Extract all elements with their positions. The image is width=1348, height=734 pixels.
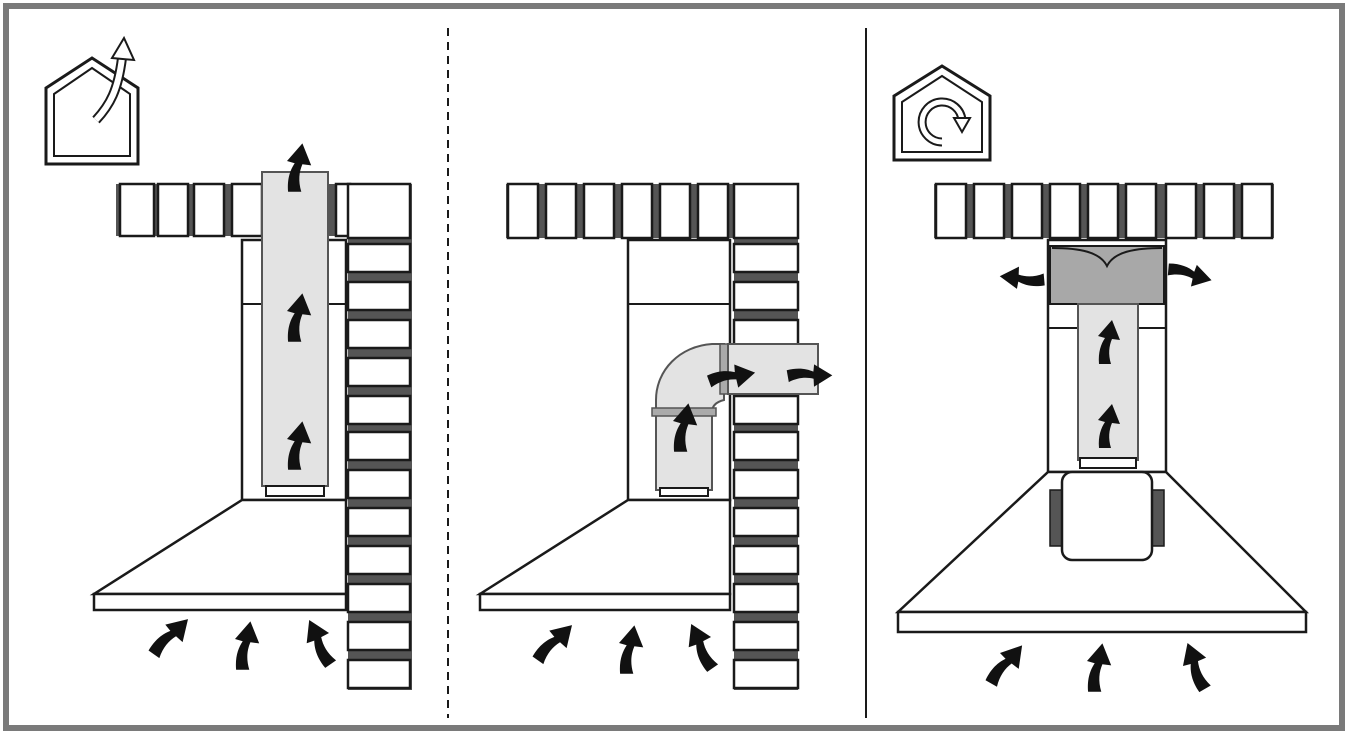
hood-base [92, 592, 348, 612]
panel-extraction-through-wall [475, 182, 834, 690]
airflow-arrow [984, 637, 1030, 692]
wall-bricks [732, 182, 800, 690]
airflow-arrow [999, 264, 1045, 291]
hood-base [478, 592, 732, 612]
airflow-arrow [147, 610, 196, 664]
airflow-arrow [1087, 643, 1112, 692]
airflow-arrow [619, 625, 644, 674]
airflow-arrow [1174, 638, 1220, 693]
house-recirculation-icon [892, 64, 992, 162]
fan-motor [1049, 470, 1165, 562]
airflow-arrow [678, 619, 727, 673]
ceiling-bricks [934, 182, 1274, 240]
hood-canopy [475, 498, 732, 596]
airflow-arrow [235, 621, 260, 670]
hood-canopy [89, 498, 348, 596]
airflow-arrow [1167, 262, 1213, 289]
hood-base [896, 610, 1308, 634]
ceiling-bricks [506, 182, 738, 240]
wall-bricks [346, 182, 412, 690]
panel-recirculation [892, 64, 1310, 693]
airflow-arrow [296, 615, 345, 669]
outer-frame [3, 3, 1345, 731]
airflow-arrow [531, 616, 580, 670]
recirculation-filter [1049, 245, 1165, 305]
house-exhaust-icon [44, 35, 140, 166]
panel-extraction [44, 35, 412, 690]
